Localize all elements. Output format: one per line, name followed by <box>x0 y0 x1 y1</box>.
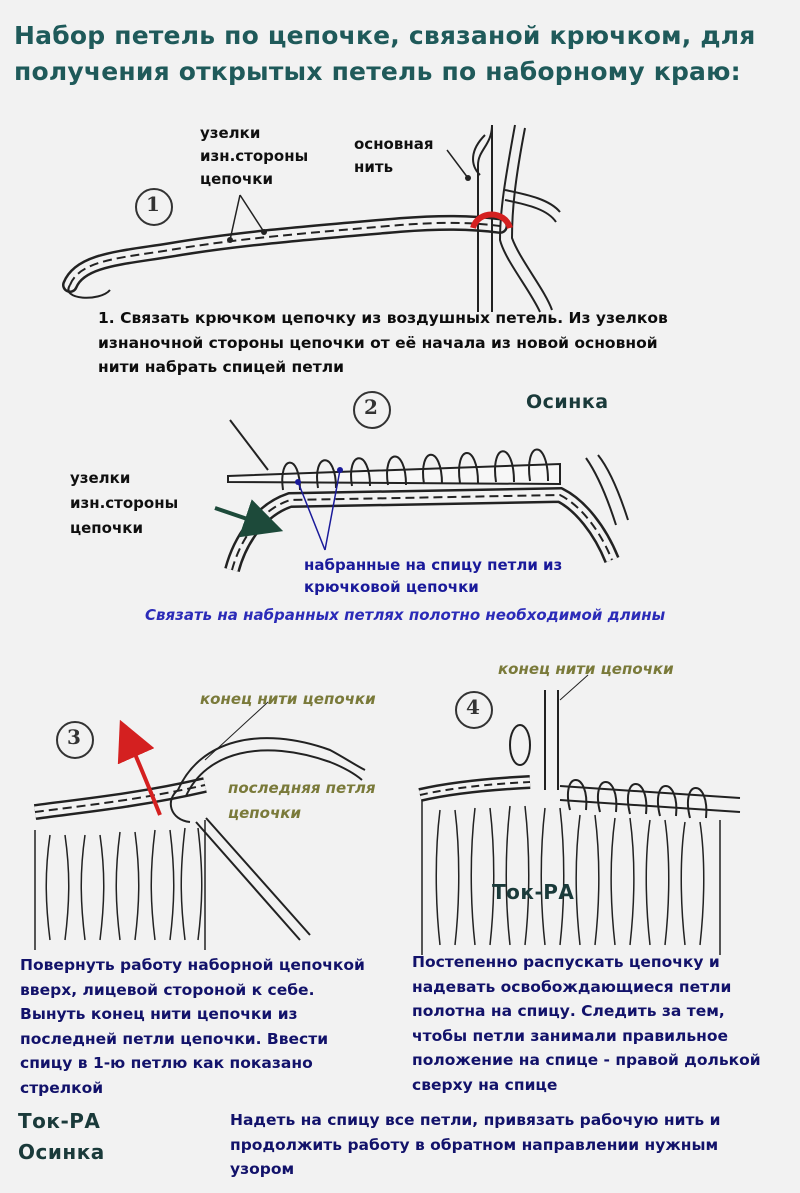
page-title: Набор петель по цепочке, связаной крючко… <box>14 18 794 90</box>
title-line-1: Набор петель по цепочке, связаной крючко… <box>14 21 756 50</box>
figure-1 <box>62 124 561 313</box>
fig3-fabric <box>34 820 206 950</box>
fig4-caption: Постепенно распускать цепочку и надевать… <box>412 953 761 1094</box>
fig1-label-yarn: основная нить <box>354 135 434 176</box>
fig4-yarn-end <box>544 690 559 790</box>
fig1-caption: 1. Связать крючком цепочку из воздушных … <box>98 309 668 376</box>
fig3-number: 3 <box>67 725 81 749</box>
fig4-needle <box>559 785 741 813</box>
fig4-number-circle <box>455 691 493 729</box>
fig4-fabric <box>421 800 721 955</box>
title-line-2: получения открытых петель по наборному к… <box>14 57 741 86</box>
footer-text: Надеть на спицу все петли, привязать раб… <box>230 1111 721 1178</box>
fig1-yarn <box>498 124 541 313</box>
fig4-label-end: конец нити цепочки <box>498 660 674 678</box>
fig3-red-arrow <box>117 719 162 816</box>
fig2-watermark: Осинка <box>526 391 609 413</box>
footer-watermark-osinka: Осинка <box>18 1140 105 1164</box>
figure-3 <box>33 701 366 950</box>
fig3-caption: Повернуть работу наборной цепочкой вверх… <box>20 956 365 1097</box>
fig1-number-circle <box>135 188 173 226</box>
fig2-loops <box>281 448 549 491</box>
fig1-label-knots: узелки изн.стороны цепочки <box>200 124 309 188</box>
figure-2 <box>214 391 629 573</box>
figure-4 <box>418 674 741 955</box>
fig2-number: 2 <box>364 395 378 419</box>
fig4-number: 4 <box>466 695 480 719</box>
fig3-needle <box>195 817 311 941</box>
fig1-number: 1 <box>146 192 160 216</box>
fig3-yarn-end <box>177 737 366 791</box>
fig2-number-circle <box>353 391 391 429</box>
fig2-caption: Связать на набранных петлях полотно необ… <box>145 606 666 624</box>
fig3-label-last: последняя петля цепочки <box>228 779 376 822</box>
fig4-watermark: Ток-РА <box>492 880 575 904</box>
fig3-label-end: конец нити цепочки <box>200 690 376 708</box>
fig2-label-loops: набранные на спицу петли из крючковой це… <box>304 556 563 596</box>
fig3-number-circle <box>56 721 94 759</box>
fig1-red-loop <box>470 211 513 230</box>
footer-watermark-tokra: Ток-РА <box>18 1109 101 1133</box>
fig2-needle <box>227 462 561 486</box>
fig2-label-knots: узелки изн.стороны цепочки <box>70 469 179 537</box>
fig4-loops <box>567 779 708 819</box>
